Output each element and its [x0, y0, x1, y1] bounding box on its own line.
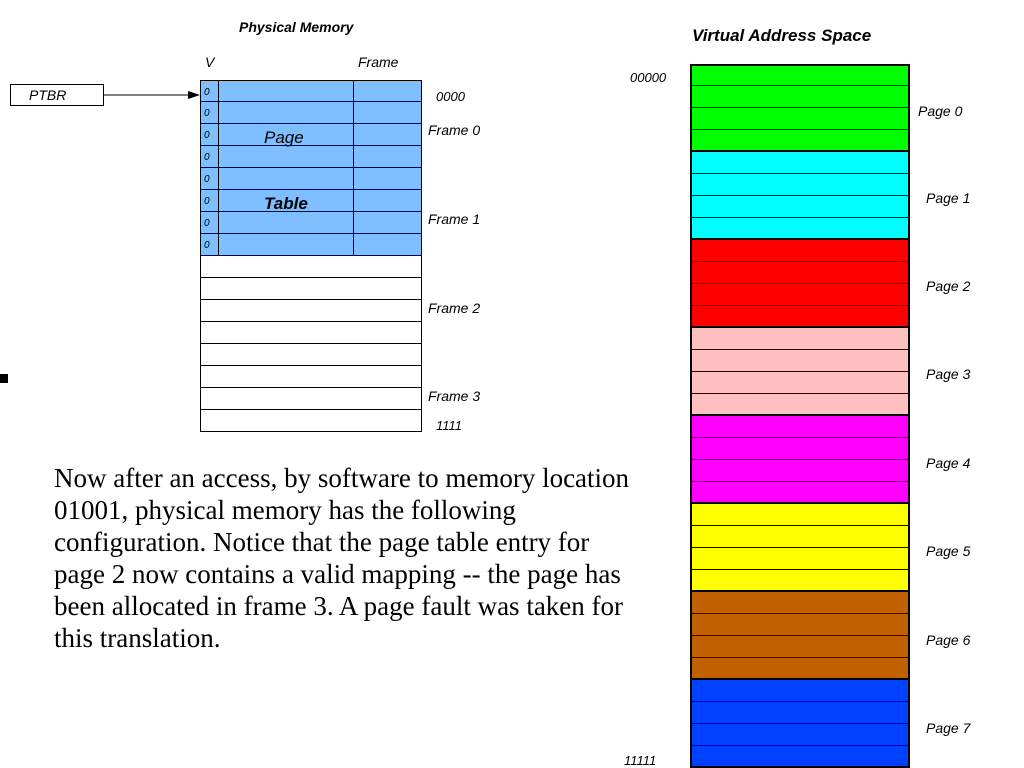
frame-column-divider — [353, 168, 354, 189]
page-label-2: Page 2 — [926, 278, 971, 294]
virtual-page-1-row — [690, 218, 910, 240]
physical-memory-row — [200, 322, 422, 344]
page-table-entry: 0 — [200, 102, 422, 124]
valid-bit-cell: 0 — [201, 168, 219, 189]
frame-column-divider — [353, 234, 354, 255]
physical-address-start: 0000 — [436, 89, 465, 104]
virtual-address-space-title: Virtual Address Space — [692, 26, 872, 45]
virtual-page-0-row — [690, 130, 910, 152]
virtual-page-6-row — [690, 614, 910, 636]
virtual-page-0-row — [690, 86, 910, 108]
physical-memory-row — [200, 344, 422, 366]
virtual-page-6-row — [690, 636, 910, 658]
ptbr-arrow-icon — [104, 91, 200, 99]
page-table-entry: 0 — [200, 234, 422, 256]
frame-label-0: Frame 0 — [428, 122, 481, 138]
physical-memory-row — [200, 300, 422, 322]
virtual-page-2-row — [690, 240, 910, 262]
virtual-page-0-row — [690, 64, 910, 86]
virtual-page-1-row — [690, 152, 910, 174]
page-table-entry: 0 — [200, 212, 422, 234]
page-table-label-page: Page — [264, 128, 304, 147]
virtual-page-2-row — [690, 284, 910, 306]
virtual-page-5-row — [690, 570, 910, 592]
page-table-entry: 0 — [200, 80, 422, 102]
virtual-page-7-row — [690, 746, 910, 768]
valid-bit-cell: 0 — [201, 81, 219, 101]
physical-memory-row — [200, 366, 422, 388]
virtual-page-0-row — [690, 108, 910, 130]
virtual-page-6-row — [690, 658, 910, 680]
frame-label-1: Frame 1 — [428, 211, 481, 227]
page-label-7: Page 7 — [926, 720, 971, 736]
physical-memory-row — [200, 388, 422, 410]
virtual-address-space-block — [690, 64, 910, 768]
frame-label-3: Frame 3 — [428, 388, 481, 404]
physical-address-end: 1111 — [436, 418, 463, 433]
valid-bit-cell: 0 — [201, 124, 219, 145]
physical-memory-row — [200, 256, 422, 278]
virtual-page-5-row — [690, 504, 910, 526]
page-table-label-table: Table — [264, 194, 308, 213]
physical-memory-title: Physical Memory — [239, 19, 354, 35]
page-table-entry: 0 — [200, 168, 422, 190]
page-label-3: Page 3 — [926, 366, 971, 382]
virtual-page-2-row — [690, 306, 910, 328]
virtual-page-4-row — [690, 482, 910, 504]
virtual-page-3-row — [690, 328, 910, 350]
virtual-page-1-row — [690, 174, 910, 196]
physical-memory-row — [200, 410, 422, 432]
frame-column-divider — [353, 212, 354, 233]
physical-memory-row — [200, 278, 422, 300]
frame-header: Frame — [358, 54, 399, 70]
valid-bit-cell: 0 — [201, 212, 219, 233]
valid-bit-cell: 0 — [201, 234, 219, 255]
frame-label-2: Frame 2 — [428, 300, 481, 316]
virtual-page-5-row — [690, 548, 910, 570]
frame-column-divider — [353, 102, 354, 123]
virtual-page-4-row — [690, 438, 910, 460]
valid-bit-cell: 0 — [201, 102, 219, 123]
virtual-address-end: 11111 — [624, 753, 657, 768]
page-label-1: Page 1 — [926, 190, 971, 206]
frame-column-divider — [353, 124, 354, 145]
frame-column-divider — [353, 190, 354, 211]
ptbr-register: PTBR — [10, 84, 104, 106]
virtual-page-3-row — [690, 394, 910, 416]
bullet-marker — [0, 374, 8, 383]
page-table-entry: 0 — [200, 146, 422, 168]
virtual-page-5-row — [690, 526, 910, 548]
virtual-page-2-row — [690, 262, 910, 284]
page-table-entry: 0 — [200, 190, 422, 212]
virtual-page-6-row — [690, 592, 910, 614]
page-table-entry: 0 — [200, 124, 422, 146]
page-label-5: Page 5 — [926, 543, 971, 559]
virtual-address-start: 00000 — [630, 70, 667, 85]
virtual-page-3-row — [690, 350, 910, 372]
virtual-page-7-row — [690, 680, 910, 702]
valid-bit-header: V — [205, 54, 215, 70]
frame-column-divider — [353, 146, 354, 167]
frame-column-divider — [353, 81, 354, 101]
page-label-0: Page 0 — [918, 103, 963, 119]
valid-bit-cell: 0 — [201, 146, 219, 167]
virtual-page-7-row — [690, 702, 910, 724]
page-label-4: Page 4 — [926, 455, 971, 471]
valid-bit-cell: 0 — [201, 190, 219, 211]
page-label-6: Page 6 — [926, 632, 971, 648]
virtual-page-4-row — [690, 460, 910, 482]
virtual-page-1-row — [690, 196, 910, 218]
virtual-page-7-row — [690, 724, 910, 746]
description-text: Now after an access, by software to memo… — [54, 463, 630, 653]
virtual-page-4-row — [690, 416, 910, 438]
virtual-page-3-row — [690, 372, 910, 394]
